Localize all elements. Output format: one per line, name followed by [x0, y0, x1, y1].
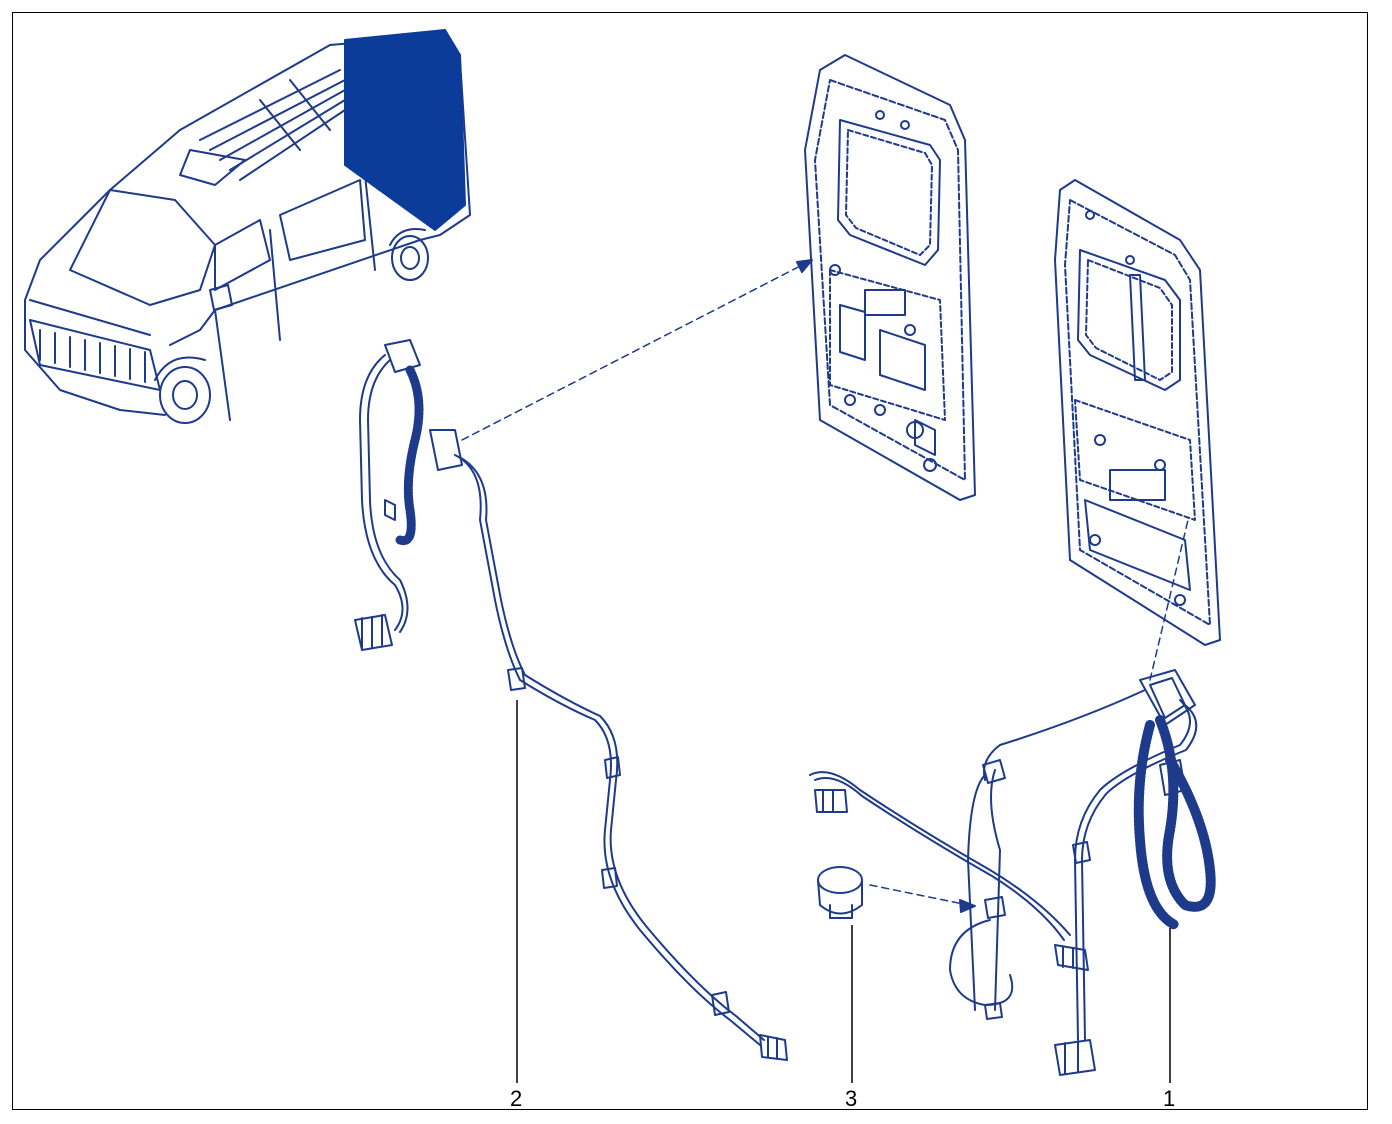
rear-door-highlight	[344, 29, 466, 231]
callout-label-2: 2	[510, 1086, 523, 1111]
callout-label-3: 3	[845, 1086, 858, 1111]
wiring-harness-2	[354, 339, 788, 1061]
callout-label-1: 1	[1163, 1086, 1176, 1111]
wiring-harness-1	[809, 669, 1216, 1076]
leader-lines	[516, 700, 1171, 1083]
arrow-heads	[796, 259, 976, 913]
diagram-frame	[12, 12, 1368, 1110]
clip-part-3	[817, 866, 863, 919]
right-rear-door-panel	[1054, 179, 1221, 646]
assembly-lines	[461, 261, 1189, 906]
left-rear-door-panel	[804, 54, 976, 501]
